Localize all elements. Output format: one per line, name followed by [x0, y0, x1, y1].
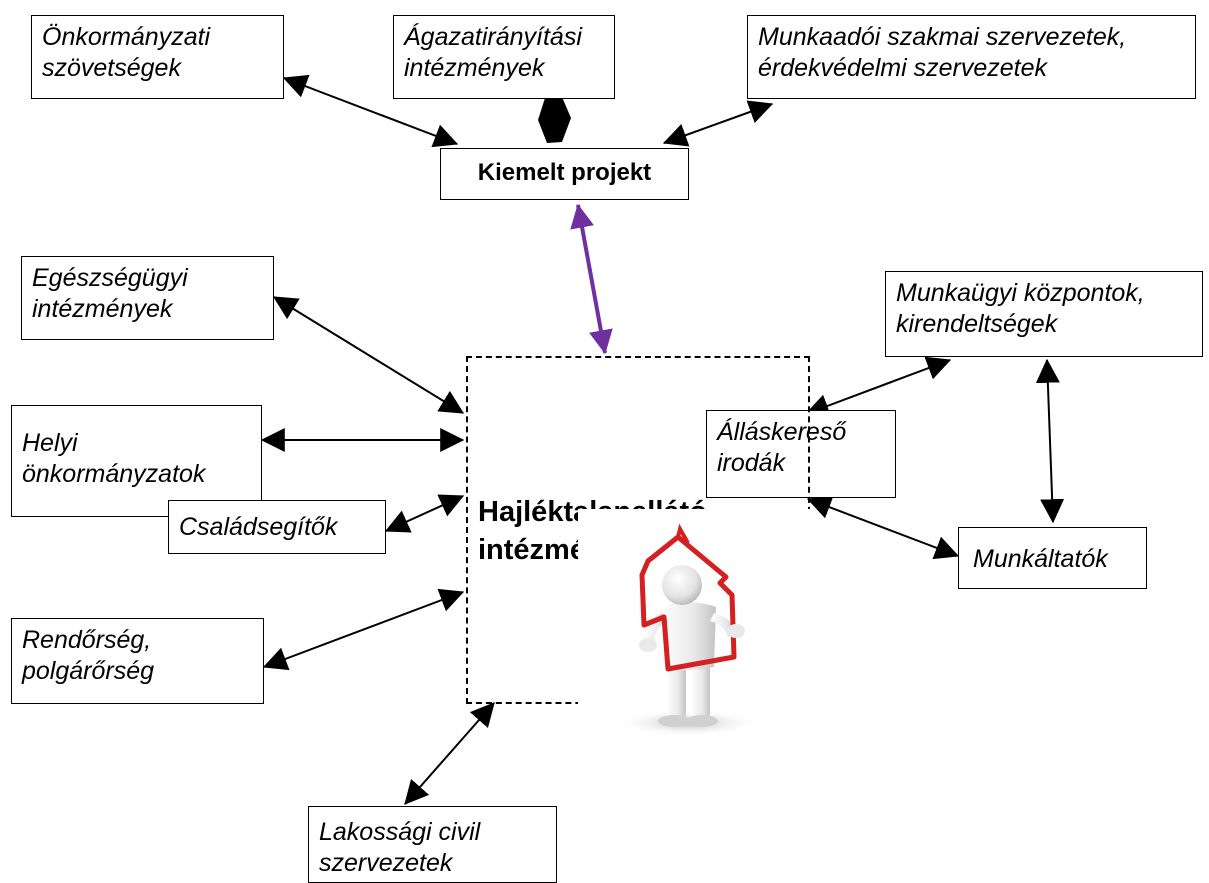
node-employment-centers: Munkaügyi központok, kirendeltségek — [885, 271, 1203, 357]
link-local-gov-associations-project — [282, 74, 459, 148]
link-job-offices-employers — [806, 495, 960, 560]
person-holding-house-illustration — [578, 509, 810, 751]
link-job-offices-employment-centers — [804, 356, 952, 418]
node-sector-institutions: Ágazatirányítási intézmények — [393, 15, 615, 99]
link-police-hub — [262, 588, 465, 671]
node-local-gov-associations: Önkormányzati szövetségek — [31, 15, 284, 99]
node-local-governments: Helyi önkormányzatok — [11, 405, 262, 517]
node-civil-organizations: Lakossági civil szervezetek — [308, 806, 557, 883]
node-employer-organizations: Munkaadói szakmai szervezetek, érdekvéde… — [747, 15, 1196, 99]
link-health-hub — [272, 296, 465, 414]
node-health-institutions: Egészségügyi intézmények — [21, 256, 274, 340]
link-civil-hub — [404, 702, 495, 805]
node-family-support: Családsegítők — [168, 500, 386, 554]
link-employment-centers-employers — [1035, 358, 1065, 524]
link-sector-institutions-project — [538, 97, 571, 143]
node-employers: Munkáltatók — [958, 527, 1147, 589]
link-family-support-hub — [384, 494, 465, 533]
link-employer-organizations-project — [662, 100, 774, 147]
node-priority-project: Kiemelt projekt — [440, 148, 689, 200]
link-project-hub — [570, 203, 613, 355]
node-police: Rendőrség, polgárőrség — [11, 618, 264, 704]
node-job-search-offices: Álláskereső irodák — [706, 410, 896, 498]
person-holding-house-icon — [614, 523, 762, 737]
